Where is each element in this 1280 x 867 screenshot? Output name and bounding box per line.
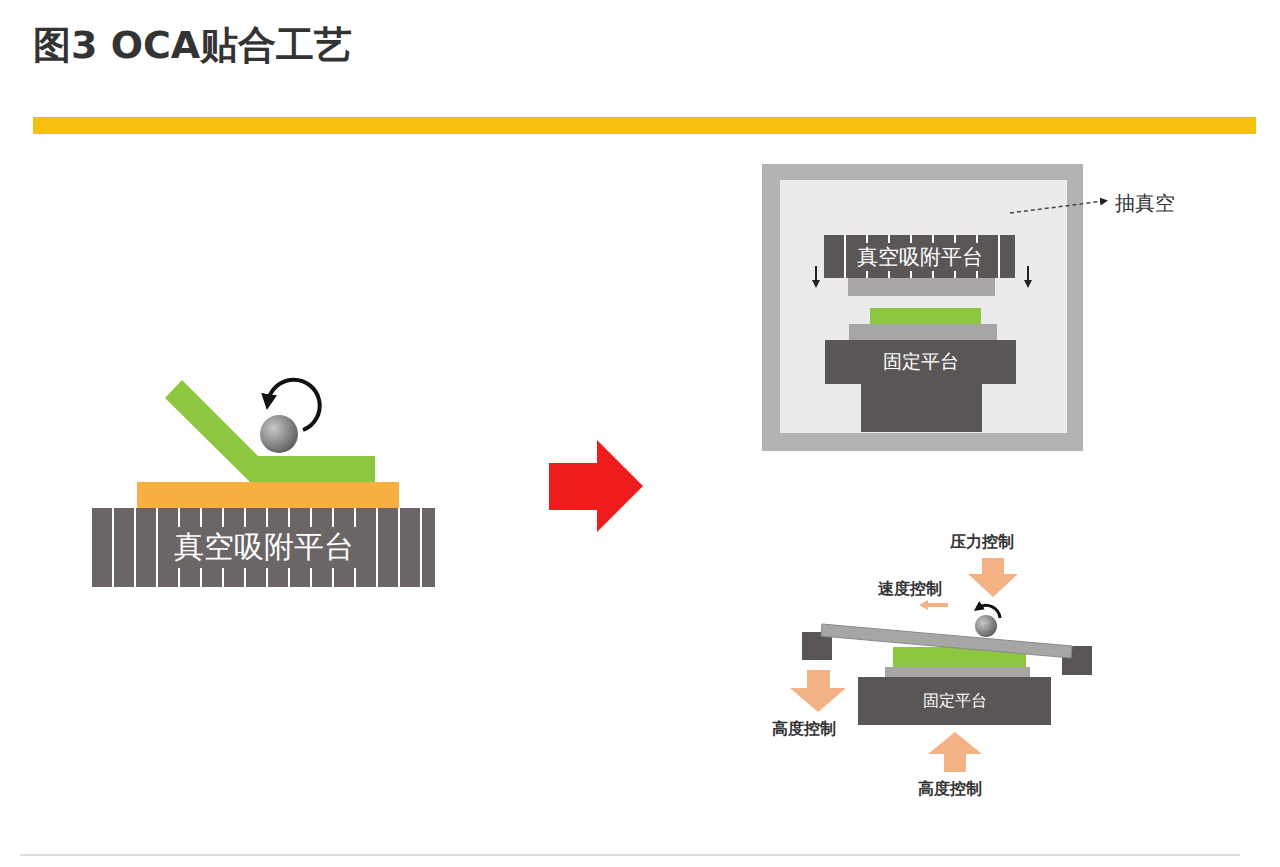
control-label: 速度控制 xyxy=(878,579,942,600)
platform-block: 固定平台 xyxy=(825,340,1016,384)
control-label: 抽真空 xyxy=(1115,190,1175,217)
figure-title: 图3 OCA贴合工艺 xyxy=(33,20,352,71)
control-label: 高度控制 xyxy=(918,779,982,800)
control-label: 压力控制 xyxy=(950,532,1014,553)
platform-block: 固定平台 xyxy=(858,677,1051,725)
platform-label: 固定平台 xyxy=(879,349,963,375)
platform-block: 真空吸附平台 xyxy=(92,508,435,587)
platform-block: 真空吸附平台 xyxy=(824,235,1015,278)
control-label: 高度控制 xyxy=(772,719,836,740)
platform-label: 真空吸附平台 xyxy=(853,243,987,271)
platform-label: 真空吸附平台 xyxy=(170,527,358,568)
platform-label: 固定平台 xyxy=(919,691,991,712)
